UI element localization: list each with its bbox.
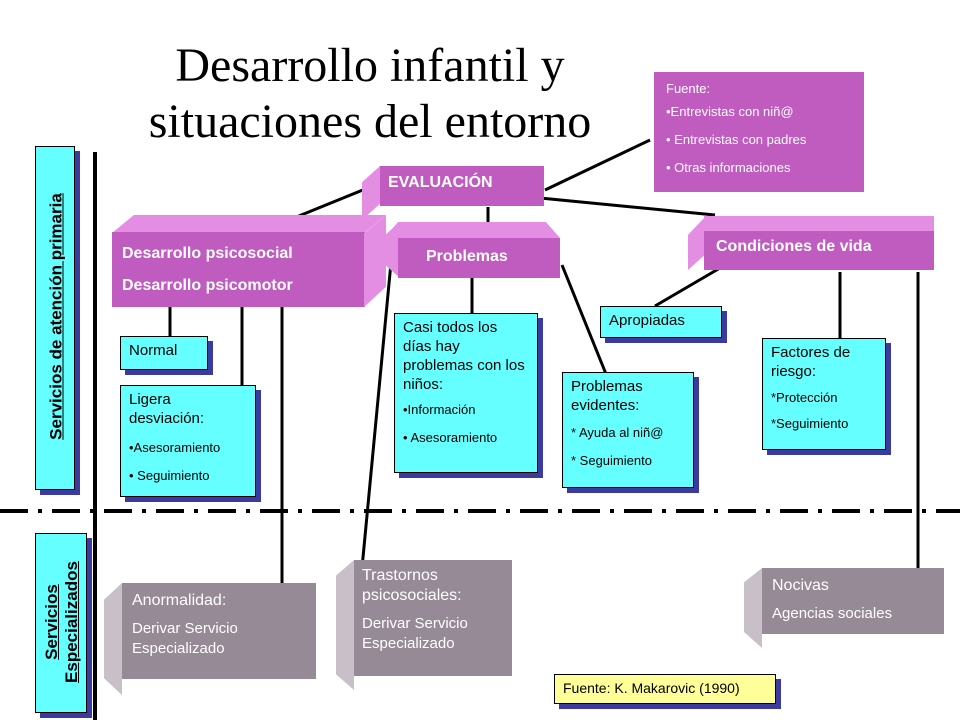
evidentes-title: Problemas evidentes: (571, 378, 643, 414)
ligera-item: • Seguimiento (129, 468, 210, 483)
factores-title: Factores de riesgo: (771, 344, 851, 380)
line-eval-to-condiciones (539, 196, 716, 217)
fuente-reference-box: Fuente: K. Makarovic (1990) (554, 674, 776, 704)
normal-label: Normal (129, 342, 178, 359)
line-problemas-to-trastornos (360, 251, 394, 569)
desarrollo-psicomotor: Desarrollo psicomotor (122, 277, 293, 294)
trastornos-box: Trastornos psicosociales: Derivar Servic… (336, 560, 512, 690)
ligera-title: Ligera desviación: (129, 391, 205, 427)
ligera-box: Ligera desviación: •Asesoramiento • Segu… (120, 385, 256, 497)
evidentes-item: * Ayuda al niñ@ (571, 425, 664, 440)
title-line-2: situaciones del entorno (148, 95, 592, 148)
source-box: Fuente: •Entrevistas con niñ@ • Entrevis… (654, 72, 864, 192)
anormalidad-box: Anormalidad: Derivar Servicio Especializ… (104, 583, 316, 695)
anormalidad-title: Anormalidad: (132, 592, 227, 609)
evidentes-item: * Seguimiento (571, 453, 652, 468)
apropiadas-box: Apropiadas (600, 306, 722, 338)
nocivas-sub: Agencias sociales (772, 605, 893, 622)
condiciones-box: Condiciones de vida (688, 216, 934, 270)
anormalidad-line2: Especializado (132, 640, 225, 657)
line-eval-to-fuente (544, 138, 651, 192)
side-primary-label: Servicios de atención primaria (46, 193, 66, 440)
casi-title: Casi todos los días hay problemas con lo… (403, 319, 525, 393)
trastornos-line1: Derivar Servicio (362, 615, 468, 632)
evaluacion-label: EVALUACIÓN (388, 174, 493, 191)
factores-box: Factores de riesgo: *Protección *Seguimi… (762, 338, 886, 450)
trastornos-line2: Especializado (362, 635, 455, 652)
trastornos-title: Trastornos psicosociales: (362, 567, 462, 604)
anormalidad-line1: Derivar Servicio (132, 620, 238, 637)
source-item: • Entrevistas con padres (666, 132, 807, 147)
problemas-label: Problemas (426, 248, 508, 265)
desarrollo-box: Desarrollo psicosocial Desarrollo psicom… (112, 215, 386, 307)
nocivas-box: Nocivas Agencias sociales (744, 568, 944, 648)
evaluacion-box: EVALUACIÓN (362, 166, 544, 220)
casi-box: Casi todos los días hay problemas con lo… (394, 313, 538, 473)
casi-item: •Información (403, 402, 476, 417)
line-condiciones-to-apropiadas (654, 266, 721, 308)
desarrollo-psicosocial: Desarrollo psicosocial (122, 245, 293, 262)
title-line-1: Desarrollo infantil y (175, 39, 565, 92)
normal-box: Normal (120, 336, 208, 370)
factores-item: *Seguimiento (771, 416, 849, 431)
side-special-label-1: Servicios (42, 584, 61, 660)
source-heading: Fuente: (666, 81, 711, 96)
problemas-box: Problemas (384, 222, 560, 278)
line-problemas-to-evidentes (560, 264, 608, 375)
page-title: Desarrollo infantil y situaciones del en… (90, 38, 650, 150)
side-special-label-2: Especializados (62, 561, 81, 683)
ligera-item: •Asesoramiento (129, 440, 221, 455)
factores-item: *Protección (771, 390, 838, 405)
casi-item: • Asesoramiento (403, 430, 498, 445)
source-item: •Entrevistas con niñ@ (666, 104, 794, 119)
nocivas-title: Nocivas (772, 577, 829, 594)
evidentes-box: Problemas evidentes: * Ayuda al niñ@ * S… (562, 372, 694, 488)
apropiadas-label: Apropiadas (609, 312, 685, 329)
side-label-special: Servicios Especializados (35, 533, 87, 713)
fuente-reference: Fuente: K. Makarovic (1990) (563, 680, 740, 696)
source-item: • Otras informaciones (666, 160, 791, 175)
side-label-primary: Servicios de atención primaria (35, 146, 75, 490)
condiciones-label: Condiciones de vida (716, 238, 872, 255)
